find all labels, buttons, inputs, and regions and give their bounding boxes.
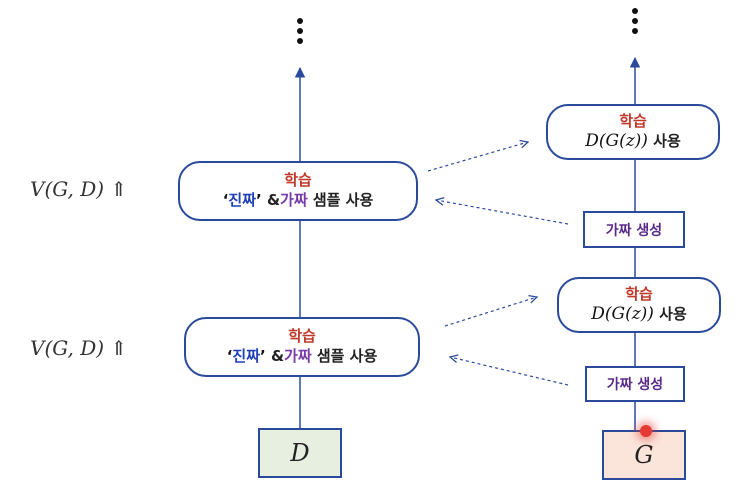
right-continuation-dots: [632, 8, 638, 38]
left-continuation-dots: [297, 18, 303, 48]
generator-train-node-lower: 학습 D(G(z)) 사용: [557, 277, 721, 333]
train-title: 학습: [284, 171, 312, 189]
dashed-arrow-left-to-right-upper: [427, 142, 528, 172]
train-description: ‘진짜’ &가짜 샘플 사용: [226, 347, 378, 365]
train-title: 학습: [288, 327, 316, 345]
fake-generation-box-upper: 가짜 생성: [583, 211, 685, 248]
train-title: 학습: [625, 285, 653, 303]
dashed-arrow-fake-to-left-lower: [450, 357, 569, 386]
objective-label-lower: V(G, D) ⇑: [30, 336, 128, 360]
fake-generation-box-lower: 가짜 생성: [585, 366, 685, 402]
generator-train-node-upper: 학습 D(G(z)) 사용: [546, 104, 720, 160]
train-title: 학습: [619, 112, 647, 130]
objective-label-upper: V(G, D) ⇑: [30, 177, 128, 201]
cursor-indicator: [640, 425, 652, 437]
discriminator-train-node-upper: 학습 ‘진짜’ &가짜 샘플 사용: [178, 161, 418, 221]
generator-box: G: [602, 430, 686, 480]
discriminator-box: D: [258, 428, 342, 478]
train-description: ‘진짜’ &가짜 샘플 사용: [222, 191, 374, 209]
train-description: D(G(z)) 사용: [591, 304, 687, 324]
discriminator-train-node-lower: 학습 ‘진짜’ &가짜 샘플 사용: [184, 317, 420, 377]
train-description: D(G(z)) 사용: [585, 131, 681, 151]
dashed-arrow-fake-to-left-upper: [436, 200, 569, 225]
dashed-arrow-left-to-right-lower: [444, 297, 537, 327]
